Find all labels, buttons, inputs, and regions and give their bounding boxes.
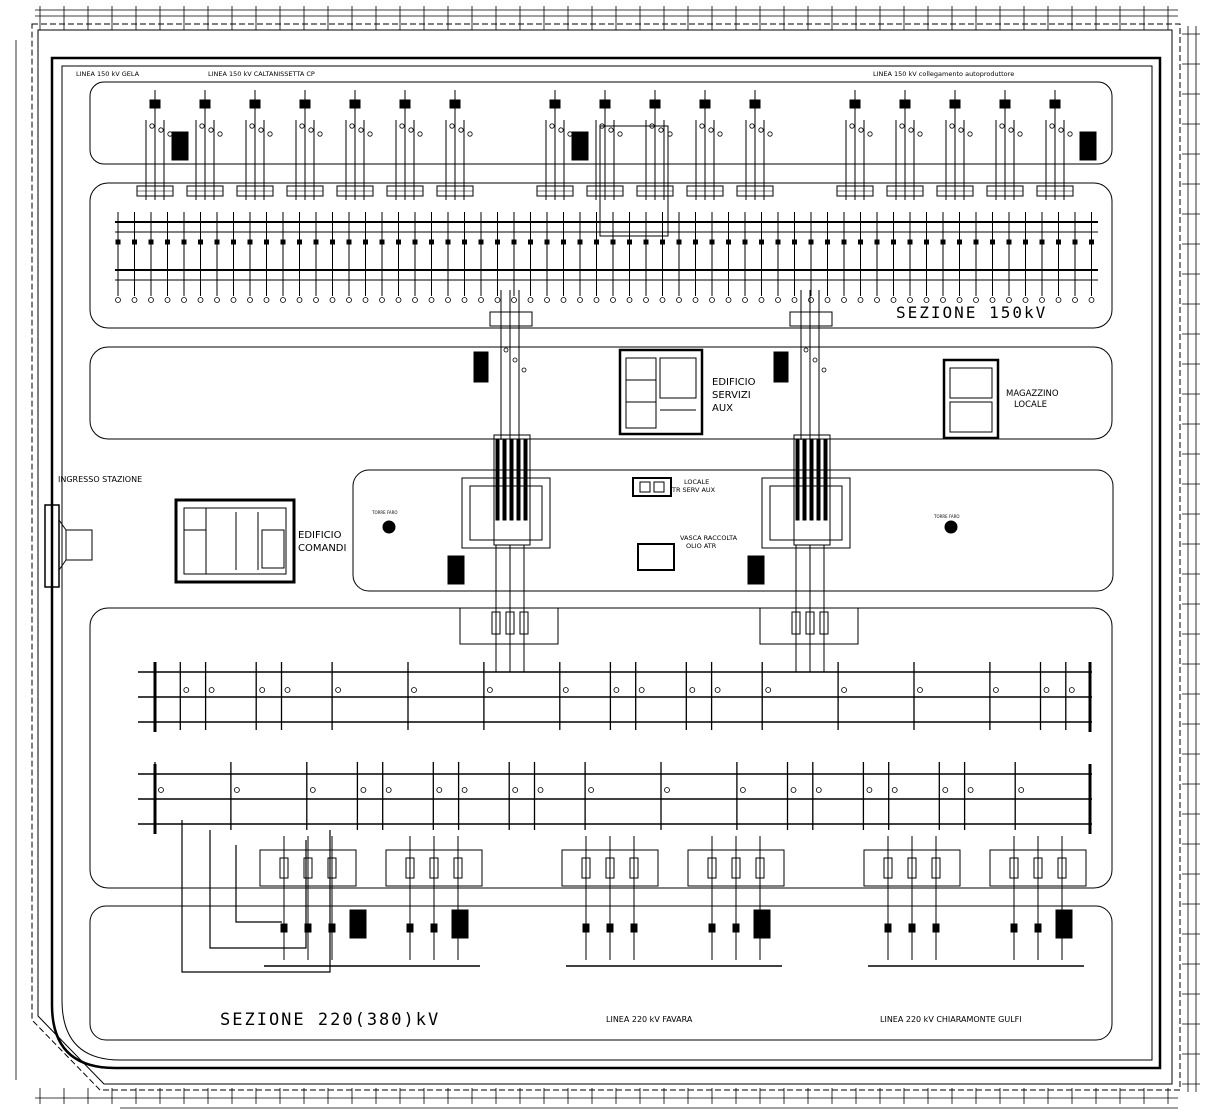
- locale-tr-label-1: LOCALE: [684, 478, 709, 486]
- edificio-comandi-label-2: COMANDI: [298, 543, 346, 554]
- bay-220-lines-area: [89, 905, 1113, 1041]
- magazzino-label-2: LOCALE: [1014, 400, 1047, 410]
- edificio-comandi-building: [174, 498, 296, 584]
- edificio-comandi-label-1: EDIFICIO: [298, 530, 342, 541]
- edificio-servizi-label-2: SERVIZI: [712, 390, 751, 401]
- edificio-servizi-label-3: AUX: [712, 403, 733, 414]
- busbar-220-drops: [153, 662, 1092, 834]
- edificio-servizi-building: [618, 348, 704, 436]
- line-chiaramonte-label: LINEA 220 kV CHIARAMONTE GULFI: [880, 1015, 1022, 1024]
- top-dimension-ruler: [35, 6, 1178, 30]
- line-gela-label: LINEA 150 kV GELA: [76, 70, 140, 78]
- bays-220kv: [181, 820, 1087, 973]
- busbar-220-area: [89, 607, 1113, 889]
- torre-faro-left-label: TORRE FARO: [371, 510, 398, 515]
- magazzino-building: [942, 358, 1000, 440]
- edificio-servizi-label-1: EDIFICIO: [712, 377, 756, 388]
- vasca-label-1: VASCA RACCOLTA: [680, 534, 738, 542]
- magazzino-label-1: MAGAZZINO: [1006, 389, 1059, 399]
- section-150-title: SEZIONE 150kV: [896, 303, 1047, 322]
- right-dimension-ruler: [15, 26, 1200, 1092]
- transformer-area: [352, 469, 1114, 592]
- bottom-dimension-ruler: [35, 1088, 1178, 1109]
- line-caltanissetta-label: LINEA 150 kV CALTANISSETTA CP: [208, 70, 315, 78]
- entrance-gate: [44, 504, 93, 588]
- aux-area: [89, 346, 1113, 440]
- line-favara-label: LINEA 220 kV FAVARA: [606, 1015, 693, 1024]
- bay-150-lines-area: [89, 81, 1113, 165]
- section-220-title: SEZIONE 220(380)kV: [220, 1010, 440, 1030]
- torre-faro-right-label: TORRE FARO: [933, 514, 960, 519]
- locale-tr-label-2: TR SERV AUX: [671, 486, 716, 494]
- ingresso-label: INGRESSO STAZIONE: [58, 475, 142, 484]
- busbar-150-area: [89, 182, 1113, 329]
- autotransformer-bays: [447, 290, 859, 672]
- bays-150kv: [136, 90, 1097, 237]
- busbar-150-drops: [115, 212, 1095, 303]
- vasca-label-2: OLIO ATR: [686, 542, 717, 550]
- line-collegamento-label: LINEA 150 kV collegamento autoproduttore: [873, 70, 1014, 78]
